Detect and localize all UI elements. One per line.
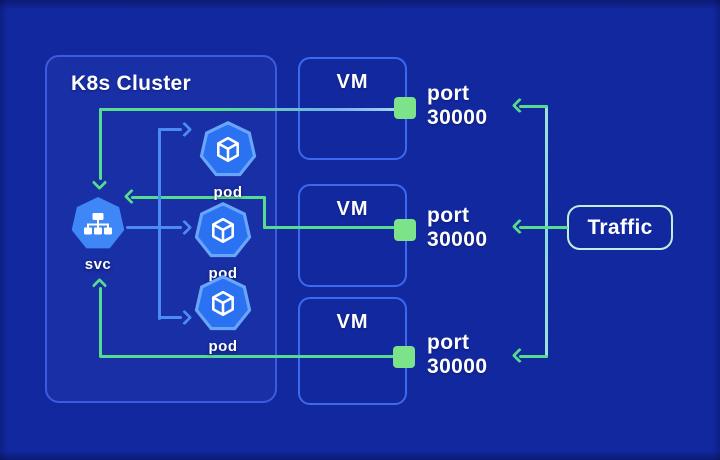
cube-icon	[212, 217, 234, 244]
arrow-left-to-port2-icon	[511, 218, 528, 235]
nodeport-square-3	[393, 346, 415, 368]
line-port2-to-svc-vertical	[263, 196, 266, 229]
sitemap-icon	[84, 213, 112, 235]
nodeport-square-2	[394, 219, 416, 241]
arrow-left-to-port1-icon	[511, 97, 528, 114]
pod-node-2: pod	[194, 202, 252, 282]
cube-icon	[217, 136, 239, 163]
traffic-box: Traffic	[567, 205, 673, 250]
cube-icon	[212, 290, 234, 317]
pod-node-1: pod	[199, 121, 257, 201]
port-label-1: port 30000	[427, 82, 487, 130]
line-port3-to-svc-horizontal	[99, 355, 395, 358]
line-traffic-to-port1	[519, 105, 548, 108]
port-word: port	[427, 82, 470, 105]
line-svc-to-pod2	[126, 226, 182, 229]
svc-heptagon-icon	[71, 197, 125, 249]
line-port2-to-svc-entry	[263, 226, 395, 229]
vm-box-3: VM	[298, 297, 407, 405]
port-number: 30000	[427, 355, 488, 378]
pod-heptagon-icon	[194, 275, 252, 331]
pod-label: pod	[208, 265, 238, 282]
line-svc-branch-vertical	[158, 128, 161, 320]
traffic-label: Traffic	[587, 215, 653, 239]
port-word: port	[427, 204, 470, 227]
pod-node-3: pod	[194, 275, 252, 355]
vm-label: VM	[336, 311, 369, 333]
line-traffic-trunk-vertical	[545, 105, 548, 358]
line-port3-to-svc-vertical	[99, 287, 102, 357]
svc-label: svc	[84, 256, 112, 273]
line-port1-to-svc-vertical	[99, 108, 102, 180]
pod-heptagon-icon	[199, 121, 257, 177]
line-traffic-to-port3	[519, 355, 548, 358]
port-label-3: port 30000	[427, 331, 487, 379]
line-traffic-to-port2	[519, 226, 568, 229]
port-number: 30000	[427, 106, 488, 129]
svc-node: svc	[71, 197, 125, 273]
pod-label: pod	[208, 338, 238, 355]
nodeport-square-1	[394, 97, 416, 119]
pod-heptagon-icon	[194, 202, 252, 258]
pod-label: pod	[213, 184, 243, 201]
line-port1-to-svc-horizontal	[99, 108, 395, 111]
line-svc-to-pod1	[158, 128, 182, 131]
port-label-2: port 30000	[427, 204, 487, 252]
vm-box-2: VM	[298, 184, 407, 287]
port-number: 30000	[427, 228, 488, 251]
arrow-left-to-port3-icon	[511, 347, 528, 364]
port-word: port	[427, 331, 470, 354]
vm-label: VM	[336, 198, 369, 220]
cluster-title: K8s Cluster	[71, 72, 192, 95]
vm-label: VM	[336, 71, 369, 93]
line-svc-to-pod3	[158, 316, 182, 319]
line-port2-to-svc-horizontal	[131, 196, 265, 199]
